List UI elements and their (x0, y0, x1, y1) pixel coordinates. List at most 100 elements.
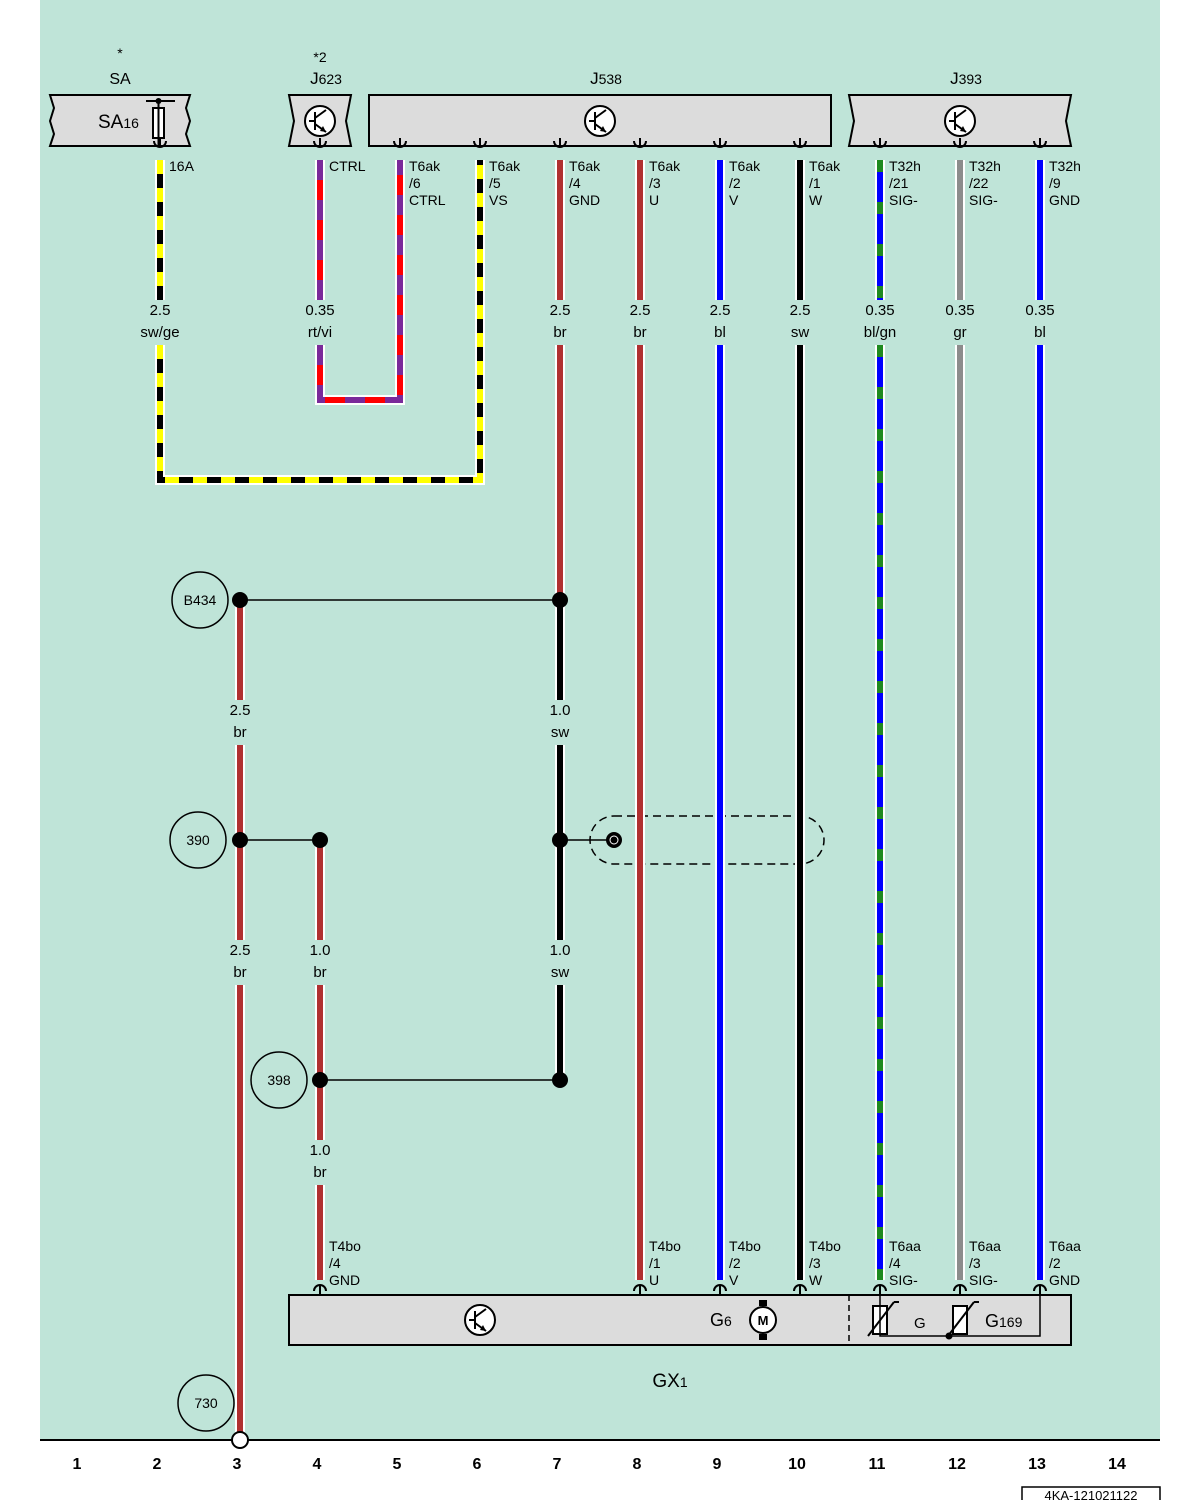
pin-label-top: /1 (809, 175, 821, 191)
wire-color-label: rt/vi (308, 324, 332, 341)
track-number: 9 (713, 1456, 722, 1473)
wire-color-label: gr (953, 324, 966, 341)
pin-label-top: T32h (1049, 158, 1081, 174)
wire-size-label: 2.5 (630, 302, 651, 319)
pin-label-top: SIG- (889, 192, 918, 208)
g-label: G (914, 1315, 926, 1332)
connector-pin-top (553, 138, 567, 148)
wire-size-label: 2.5 (710, 302, 731, 319)
junction-dot (552, 1072, 568, 1088)
shield-ground-ring (609, 835, 619, 845)
j393-sub: 393 (959, 71, 983, 87)
sa16-label: SA16 (98, 112, 139, 133)
wire-color-label: br (313, 964, 326, 981)
connector-pin-top (633, 138, 647, 148)
pin-label-top: GND (1049, 192, 1080, 208)
track-number: 14 (1108, 1456, 1126, 1473)
ground-point-circle (177, 1374, 235, 1432)
pin-label-bottom: T4bo (329, 1238, 361, 1254)
pin-label-bottom: GND (1049, 1272, 1080, 1288)
j393-label: J393 (950, 69, 982, 88)
wire-size-label: 2.5 (550, 302, 571, 319)
gx1-sub: 1 (680, 1374, 688, 1390)
pin-label-top: /3 (649, 175, 661, 191)
pin-label-top: T6ak (569, 158, 601, 174)
pin-label-bottom: V (729, 1272, 739, 1288)
pin-label-bottom: /2 (729, 1255, 741, 1271)
pin-label-bottom: /3 (969, 1255, 981, 1271)
pin-label-top: /21 (889, 175, 909, 191)
junction-dot (312, 832, 328, 848)
track-number: 13 (1028, 1456, 1046, 1473)
j623-star-label: *2 (313, 49, 326, 65)
junction-dot (232, 832, 248, 848)
connector-pin-bottom (793, 1284, 807, 1294)
wire-color-label: br (553, 324, 566, 341)
pin-label-bottom: /4 (329, 1255, 341, 1271)
pin-label-top: /6 (409, 175, 421, 191)
pin-label-top: /2 (729, 175, 741, 191)
wire-size-label: 0.35 (1025, 302, 1054, 319)
connector-pin-bottom (953, 1284, 967, 1294)
j393-name: J (950, 69, 959, 88)
wire-size-label: 0.35 (865, 302, 894, 319)
diagram-background (40, 0, 1160, 1440)
wire-color-label: br (233, 964, 246, 981)
pin-label-top: T6ak (729, 158, 761, 174)
pin-label-top: /5 (489, 175, 501, 191)
wire-color-label: bl/gn (864, 324, 897, 341)
wires (155, 160, 1045, 1440)
connector-pin-top (793, 138, 807, 148)
shield-ground-dot (606, 832, 622, 848)
g169-label: G169 (985, 1311, 1023, 1331)
connector-pin-bottom (713, 1284, 727, 1294)
g169-sub: 169 (999, 1314, 1023, 1330)
pin-label-bottom: SIG- (969, 1272, 998, 1288)
pin-label-top: GND (569, 192, 600, 208)
pin-label-top: 16A (169, 158, 195, 174)
wire-color-label: bl (714, 324, 726, 341)
wire-size-label: 1.0 (550, 942, 571, 959)
connector-pin-bottom (873, 1284, 887, 1294)
connector-pin-top (473, 138, 487, 148)
fuse-icon (146, 98, 175, 146)
wire-color-label: br (233, 724, 246, 741)
wire-color-label: br (313, 1164, 326, 1181)
pin-label-top: T6ak (809, 158, 841, 174)
motor-icon: M (749, 1300, 777, 1340)
track-number: 1 (73, 1456, 82, 1473)
connector-pin-top (953, 138, 967, 148)
wire-size-label: 1.0 (310, 1142, 331, 1159)
connector-pin-top (713, 138, 727, 148)
pin-label-top: /22 (969, 175, 989, 191)
pin-label-top: CTRL (329, 158, 366, 174)
pin-label-bottom: T4bo (729, 1238, 761, 1254)
pin-label-bottom: W (809, 1272, 823, 1288)
sa-label: SA (109, 71, 131, 88)
j623-sub: 623 (319, 71, 343, 87)
transistor-icon (464, 1304, 496, 1336)
transistor-icon (304, 105, 336, 137)
j538-sub: 538 (599, 71, 623, 87)
track-number: 3 (233, 1456, 242, 1473)
ground-point-label: B434 (184, 592, 217, 608)
junction-dot (312, 1072, 328, 1088)
ground-point-label: 390 (186, 832, 210, 848)
sensor-internal-wiring (879, 1294, 1041, 1337)
junction-dot (552, 592, 568, 608)
track-number: 8 (633, 1456, 642, 1473)
wire-color-label: sw/ge (140, 324, 179, 341)
connector-pin-top (1033, 138, 1047, 148)
pin-label-top: U (649, 192, 659, 208)
pin-label-top: T6ak (489, 158, 521, 174)
j538-label: J538 (590, 69, 622, 88)
pin-label-bottom: /4 (889, 1255, 901, 1271)
track-number: 10 (788, 1456, 806, 1473)
wire-size-label: 2.5 (230, 942, 251, 959)
connector-pin-top (873, 138, 887, 148)
connector-pin-top (153, 138, 167, 148)
wire-color-label: sw (791, 324, 810, 341)
